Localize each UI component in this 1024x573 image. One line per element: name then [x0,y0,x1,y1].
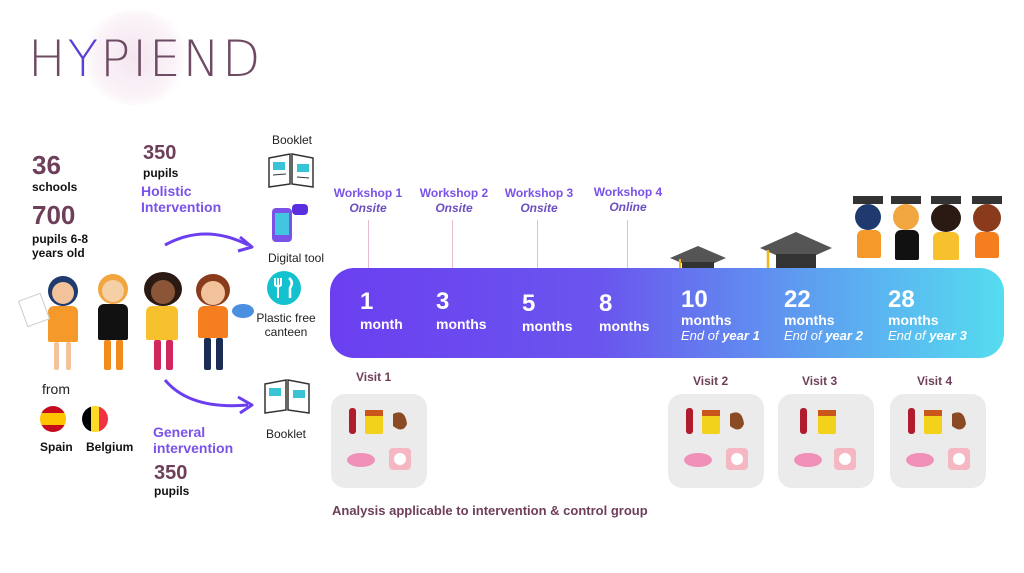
holistic-label: Holistic Intervention [141,183,222,215]
analysis-footer: Analysis applicable to intervention & co… [332,503,648,518]
visit-3-samples [778,394,874,488]
booklet-icon [264,379,310,414]
logo-halo [80,10,190,105]
workshop-2-line [452,220,453,268]
country-belgium: Belgium [86,440,134,454]
schools-label: schools [32,180,78,194]
general-unit: pupils [154,484,190,498]
workshop-1-line [368,220,369,268]
children-illustration [17,268,270,378]
timeline-point-28: 28 months End of year 3 [888,286,967,344]
pupils-count: 700 [32,200,76,230]
pupils-label: pupils 6-8 years old [32,232,89,260]
hypiend-logo: HYPIEND [28,30,263,88]
visit-4-samples [890,394,986,488]
sample-kit-icon [347,408,411,470]
visit-1-samples [331,394,427,488]
graduating-children-illustration [845,190,1020,280]
digital-tool-phone-icon [272,204,308,242]
visit-1-label: Visit 1 [356,370,392,384]
booklet-icon [268,153,314,188]
workshop-4-line [627,220,628,270]
sample-kit-icon [684,408,748,470]
visit-4-label: Visit 4 [917,374,953,388]
sample-kit-icon [906,408,970,470]
visit-2-samples [668,394,764,488]
belgium-flag-icon [82,406,108,432]
general-label: General intervention [153,424,234,456]
schools-count: 36 [32,150,61,180]
timeline-point-1: 1 month [360,288,403,333]
timeline-point-3: 3 months [436,288,487,333]
sample-kit-icon [794,408,856,470]
holistic-count: 350 [143,142,177,164]
tool-canteen-label: Plastic free canteen [256,311,316,339]
arrow-to-holistic-tools [164,232,254,253]
holistic-unit: pupils [143,166,179,180]
timeline-point-22: 22 months End of year 2 [784,286,863,344]
canteen-cutlery-icon [267,271,301,305]
visit-3-label: Visit 3 [802,374,838,388]
general-count: 350 [154,462,188,484]
workshop-3-line [537,220,538,268]
timeline-point-10: 10 months End of year 1 [681,286,760,344]
tool-digital-label: Digital tool [267,251,325,265]
tool-booklet-general-label: Booklet [265,427,307,441]
timeline-point-5: 5 months [522,290,573,335]
tool-booklet-label: Booklet [271,133,313,147]
spain-flag-icon [40,406,66,432]
arrow-to-general-tools [163,379,254,415]
visit-2-label: Visit 2 [693,374,729,388]
from-label: from [42,381,70,397]
timeline-bar [330,268,1004,358]
timeline-point-8: 8 months [599,290,650,335]
country-spain: Spain [40,440,73,454]
